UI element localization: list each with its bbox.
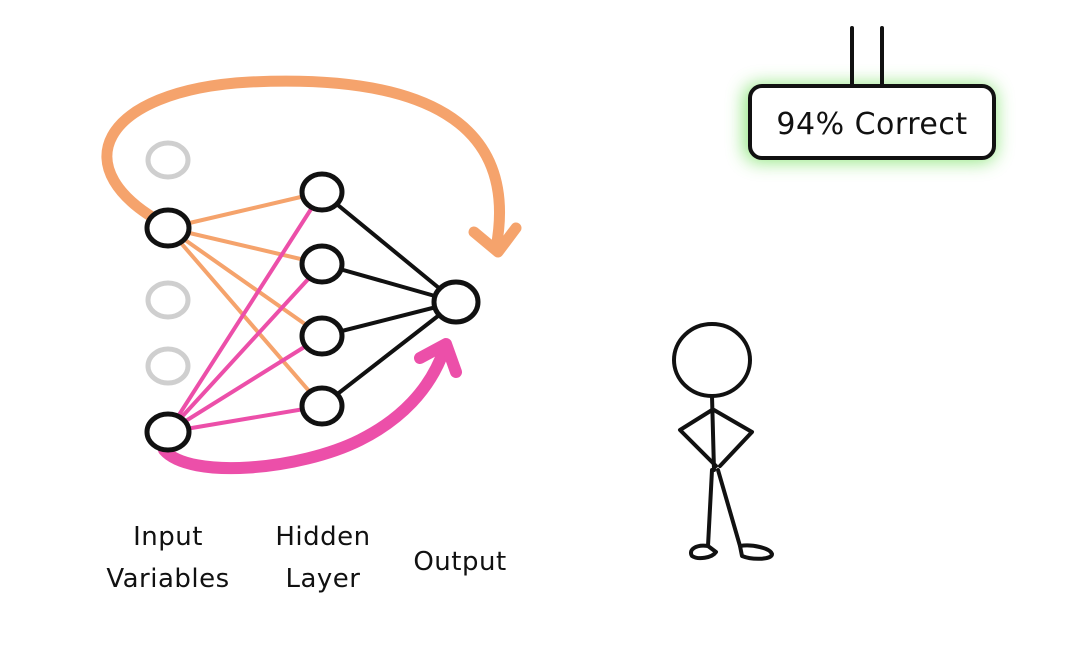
stick-figure-icon xyxy=(672,322,774,561)
hidden-node xyxy=(299,171,345,213)
input-node-active xyxy=(144,411,192,453)
hidden-node xyxy=(299,243,345,285)
input-label-line1: Input xyxy=(133,522,203,552)
hidden-label-line2: Layer xyxy=(286,564,361,594)
hidden-node xyxy=(299,385,345,427)
accuracy-banner-text: 94% Correct xyxy=(776,107,967,142)
input-node-inactive xyxy=(145,280,191,320)
input-to-hidden-connections-pink xyxy=(166,190,324,434)
output-label: Output xyxy=(413,547,506,577)
orange-feedback-arrow-icon xyxy=(101,75,522,258)
input-node-inactive xyxy=(145,346,191,386)
accuracy-banner: 94% Correct xyxy=(744,26,996,162)
input-node-inactive xyxy=(145,140,191,180)
hidden-node xyxy=(299,315,345,357)
input-label-line2: Variables xyxy=(106,564,229,594)
pink-feedback-arrow-icon xyxy=(158,338,462,475)
hidden-label-line1: Hidden xyxy=(275,522,370,552)
input-nodes xyxy=(144,140,192,453)
input-to-hidden-connections-orange xyxy=(166,190,324,408)
output-node xyxy=(431,279,481,325)
input-node-active xyxy=(144,207,192,249)
hidden-nodes xyxy=(299,171,345,427)
